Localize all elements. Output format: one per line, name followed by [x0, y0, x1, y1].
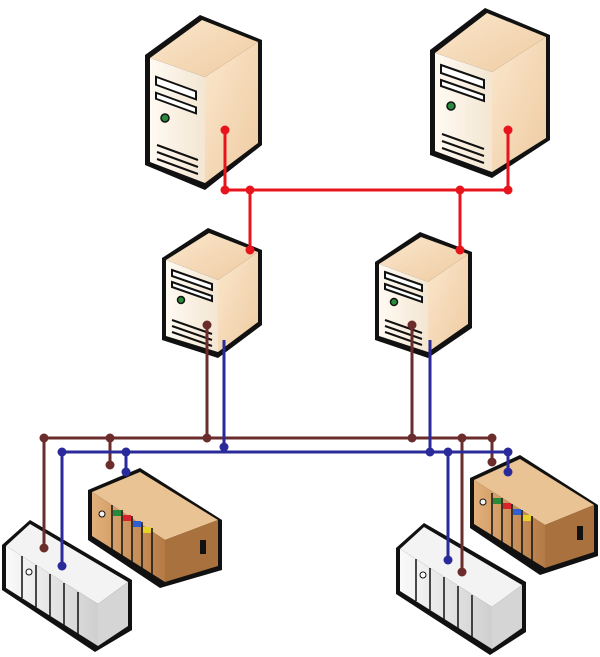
brown-bus: [42, 325, 494, 572]
controller-right: [375, 232, 472, 358]
brown-bus-nodes: [39, 320, 497, 577]
controller-left: [162, 228, 262, 358]
upper-bus-nodes: [220, 125, 513, 255]
server-right: [430, 8, 550, 178]
plc-right: [470, 455, 598, 575]
server-left: [145, 15, 262, 190]
plc-left: [88, 468, 222, 588]
power-led-icon: [160, 113, 170, 123]
upper-bus: [223, 130, 510, 250]
blue-bus-nodes: [57, 442, 513, 571]
power-led-icon: [389, 297, 399, 307]
power-led-icon: [446, 101, 456, 111]
io-rack-left: [2, 520, 132, 652]
power-led-icon: [176, 295, 186, 305]
